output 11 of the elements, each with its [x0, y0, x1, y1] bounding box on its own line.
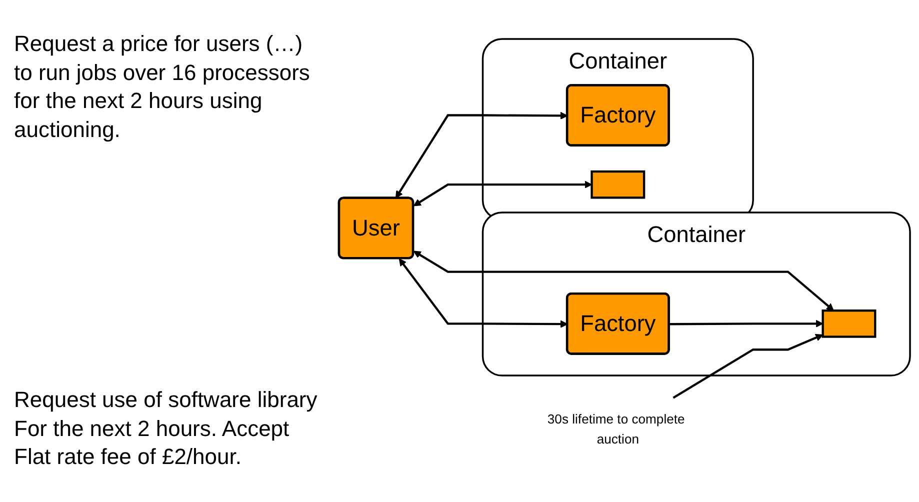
arrow [413, 250, 834, 312]
note-text: Request use of software library For the next 2 hours. Accept Flat rate fee of £2/hour. [14, 386, 318, 472]
arrow [669, 320, 824, 328]
node-text: 30s lifetime to complete auction [547, 412, 685, 447]
arrow [672, 334, 824, 399]
node-box [822, 310, 876, 338]
arrow [395, 112, 568, 199]
node-box [590, 170, 646, 199]
note-text: Request a price for users (…) to run jobs over 16 processors for the next 2 hours using auctioning. [14, 30, 311, 144]
arrow [398, 258, 568, 328]
arrow [413, 180, 592, 206]
